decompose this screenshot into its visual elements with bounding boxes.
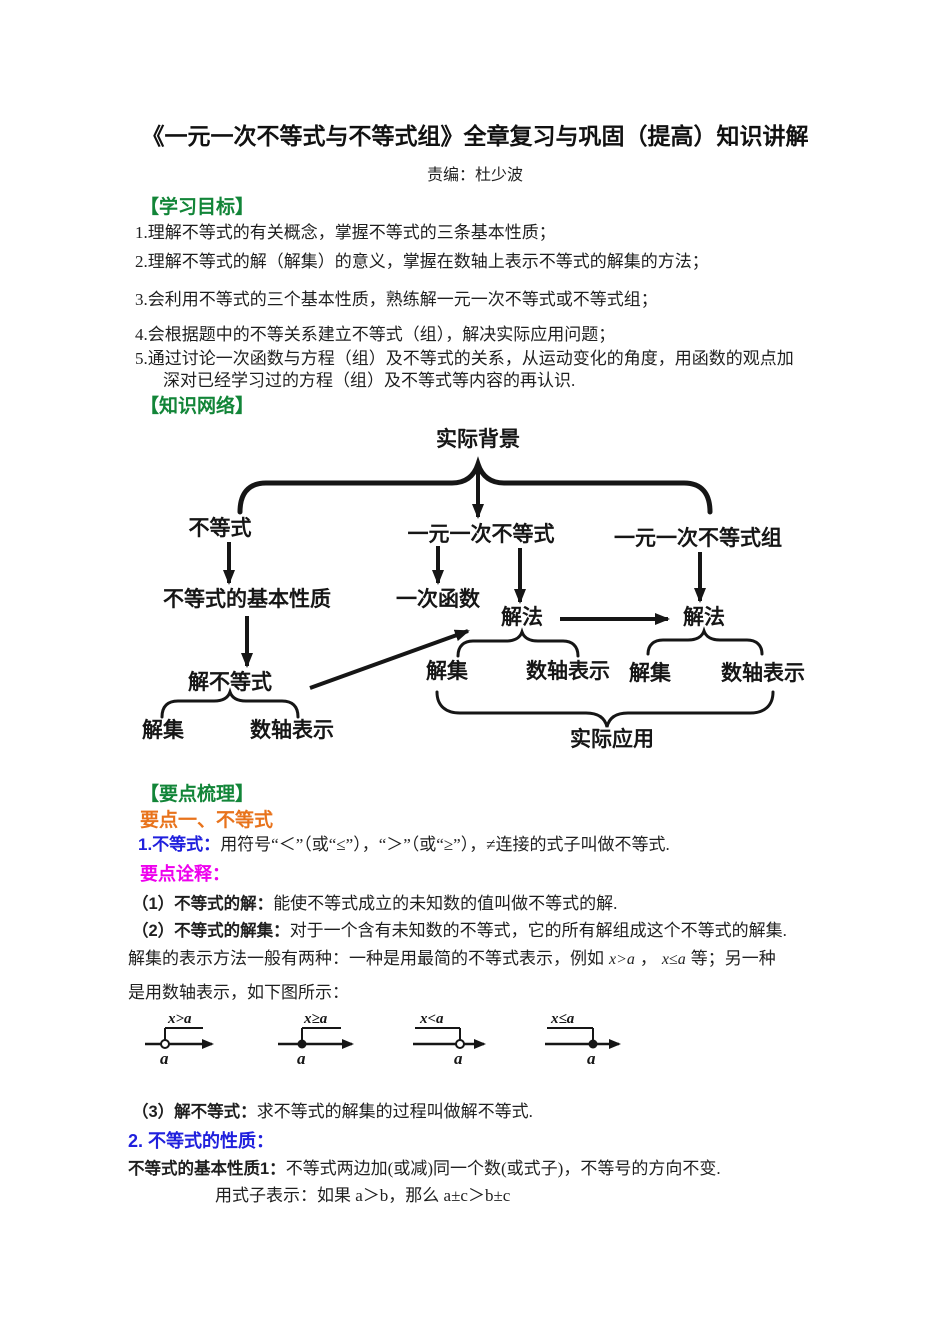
inline-math-2: x≤a [661, 951, 686, 968]
note2-line2-post: 等；另一种 [690, 949, 776, 968]
node-axis-repr-3: 数轴表示 [721, 662, 805, 685]
number-line-label-4: x≤a [551, 1011, 575, 1027]
section-heading-learning-goals: 【学习目标】 [140, 197, 255, 218]
node-basic-properties: 不等式的基本性质 [163, 588, 331, 611]
properties-heading: 2. 不等式的性质： [128, 1131, 275, 1151]
property1-text: 不等式两边加(或减)同一个数(或式子)，不等号的方向不变. [285, 1159, 721, 1178]
node-linear-inequality-system: 一元一次不等式组 [614, 527, 782, 550]
page-title: 《一元一次不等式与不等式组》全章复习与巩固（提高）知识讲解 [141, 124, 809, 149]
note2-sep: ， [639, 949, 657, 968]
goal-line: 深对已经学习过的方程（组）及不等式等内容的再认识. [163, 371, 576, 390]
note2-line2-pre: 解集的表示方法一般有两种：一种是用最简的不等式表示，例如 [128, 949, 604, 968]
definition-label: 1.不等式： [138, 835, 221, 854]
number-lines-svg [145, 1027, 621, 1049]
goal-line: 1.理解不等式的有关概念，掌握不等式的三条基本性质； [135, 223, 556, 242]
node-practical-application: 实际应用 [570, 728, 654, 751]
notes-label: 要点诠释： [140, 864, 230, 884]
brace-solve-inequality [160, 687, 300, 719]
open-endpoint-3 [455, 1039, 465, 1049]
number-line-label-3: x<a [420, 1011, 444, 1027]
note2-line3: 是用数轴表示，如下图所示： [128, 983, 349, 1002]
diagram-connectors [160, 456, 775, 728]
note2-text: 对于一个含有未知数的不等式，它的所有解组成这个不等式的解集. [289, 921, 787, 940]
number-line-label-1: x>a [168, 1011, 192, 1027]
point-label-2: a [297, 1049, 306, 1068]
arrow-solve-to-method [309, 629, 470, 690]
node-inequality: 不等式 [188, 517, 252, 540]
solid-endpoint-4 [588, 1039, 598, 1049]
knowledge-network-diagram: 实际背景 不等式 一元一次不等式 一元一次不等式组 不等式的基本性质 一次函数 … [0, 420, 950, 765]
node-solve-inequality: 解不等式 [188, 671, 272, 694]
definition-text: 用符号“＜”（或“≤”），“＞”（或“≥”），≠连接的式子叫做不等式. [220, 835, 670, 854]
note2-line: （2）不等式的解集：对于一个含有未知数的不等式，它的所有解组成这个不等式的解集. [132, 920, 787, 942]
note3-text: 求不等式的解集的过程叫做解不等式. [256, 1102, 533, 1121]
goal-line: 3.会利用不等式的三个基本性质，熟练解一元一次不等式或不等式组； [135, 290, 658, 309]
point-label-1: a [160, 1049, 169, 1068]
brace-method-left [456, 627, 580, 658]
node-solution-set-1: 解集 [142, 719, 184, 742]
note2-label: （2）不等式的解集： [132, 922, 290, 940]
number-line-figures: x>a x≥a x<a x≤a a a a a [0, 1008, 950, 1078]
note1-text: 能使不等式成立的未知数的值叫做不等式的解. [273, 894, 618, 913]
node-solution-set-2: 解集 [426, 660, 468, 683]
goal-line: 5.通过讨论一次函数与方程（组）及不等式的关系，从运动变化的角度，用函数的观点加 [135, 349, 794, 368]
node-root: 实际背景 [436, 428, 520, 451]
editor-line: 责编：杜少波 [426, 167, 523, 184]
node-axis-repr-1: 数轴表示 [250, 719, 334, 742]
note1-label: （1）不等式的解： [132, 895, 274, 913]
note3-line: （3）解不等式：求不等式的解集的过程叫做解不等式. [132, 1101, 533, 1123]
definition-line: 1.不等式：用符号“＜”（或“≤”），“＞”（或“≥”），≠连接的式子叫做不等式… [138, 834, 670, 855]
brace-practical-application [435, 690, 775, 728]
node-linear-function: 一次函数 [396, 588, 480, 611]
node-solution-set-3: 解集 [629, 662, 671, 685]
goal-line: 2.理解不等式的解（解集）的意义，掌握在数轴上表示不等式的解集的方法； [135, 252, 709, 271]
property1-formula: 用式子表示：如果 a＞b，那么 a±c＞b±c [215, 1186, 511, 1205]
property1-label: 不等式的基本性质1： [128, 1160, 286, 1178]
note1-line: （1）不等式的解：能使不等式成立的未知数的值叫做不等式的解. [132, 893, 617, 915]
open-endpoint-1 [160, 1039, 170, 1049]
node-linear-inequality: 一元一次不等式 [407, 523, 555, 546]
number-line-label-2: x≥a [304, 1011, 328, 1027]
property1-line: 不等式的基本性质1：不等式两边加(或减)同一个数(或式子)，不等号的方向不变. [128, 1158, 721, 1180]
section-heading-key-points: 【要点梳理】 [140, 784, 255, 805]
node-method-right: 解法 [683, 606, 725, 629]
note3-label: （3）解不等式： [132, 1103, 257, 1121]
node-method-left: 解法 [501, 606, 543, 629]
goal-line: 4.会根据题中的不等关系建立不等式（组），解决实际应用问题； [135, 325, 616, 344]
point-one-heading: 要点一、不等式 [140, 810, 274, 831]
point-label-4: a [587, 1049, 596, 1068]
inline-math-1: x>a [609, 951, 635, 968]
section-heading-knowledge-network: 【知识网络】 [140, 396, 255, 417]
brace-method-right [646, 626, 764, 656]
node-axis-repr-2: 数轴表示 [526, 660, 610, 683]
brace-top [237, 456, 713, 515]
solid-endpoint-2 [297, 1039, 307, 1049]
point-label-3: a [454, 1049, 463, 1068]
